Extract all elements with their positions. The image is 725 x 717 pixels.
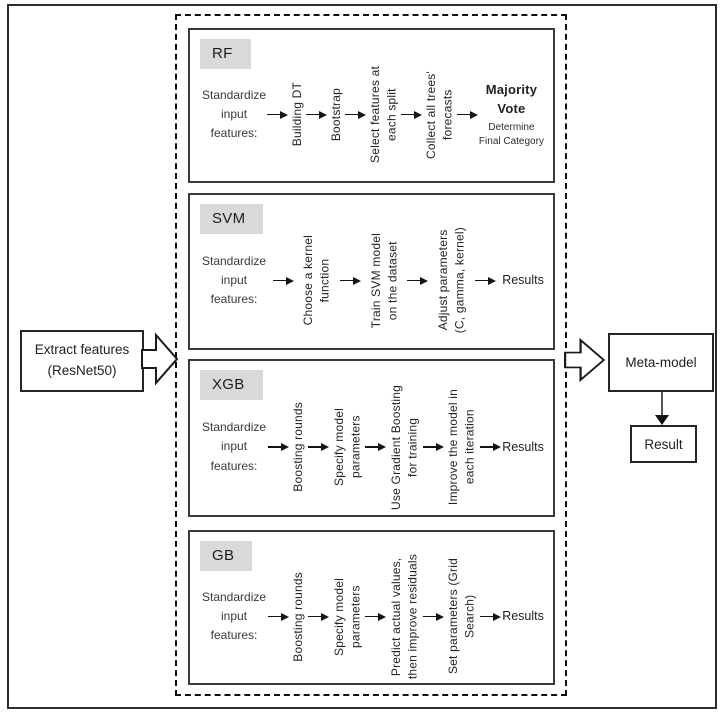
step-building-dt: Building DT — [289, 82, 304, 147]
step-improve-each-iteration: Improve the model in each iteration — [446, 388, 477, 506]
determine-final-category-label: Determine Final Category — [478, 121, 544, 148]
flow-arrow-icon — [267, 612, 289, 621]
flow-arrow-icon — [474, 276, 496, 285]
extract-features-label: Extract features (ResNet50) — [34, 342, 130, 378]
panel-gb-flow: Standardize input features: Boosting rou… — [202, 550, 544, 683]
flow-arrow-icon — [479, 612, 501, 621]
panel-svm-label: SVM — [200, 204, 264, 234]
panel-svm-flow: Standardize input features: Choose a ker… — [202, 213, 544, 348]
step-select-features: Select features at each split — [368, 66, 399, 163]
standardize-text: Standardize input features: — [202, 253, 267, 307]
result-label: Result — [644, 436, 683, 452]
flow-arrow-icon — [479, 443, 501, 451]
step-train-svm: Train SVM model on the dataset — [368, 232, 400, 329]
flow-arrow-icon — [308, 443, 330, 451]
panel-xgb-label: XGB — [200, 370, 263, 400]
flow-arrow-icon — [308, 612, 330, 621]
step-bootstrap: Bootstrap — [329, 87, 344, 142]
results-node: Results — [502, 607, 544, 626]
step-choose-kernel: Choose a kernel function — [301, 235, 332, 326]
step-grid-search: Set parameters (Grid Search) — [446, 558, 477, 675]
flow-arrow-icon — [339, 276, 361, 285]
flow-arrow-icon — [267, 443, 289, 451]
flow-arrow-icon — [272, 276, 294, 285]
step-collect-forecasts: Collect all trees' forecasts — [424, 70, 455, 159]
panel-xgb: XGB Standardize input features: Boosting… — [188, 359, 555, 517]
flow-arrow-icon — [306, 110, 328, 119]
results-node: Results — [502, 438, 544, 457]
step-predict-residuals: Predict actual values, then improve resi… — [388, 553, 420, 680]
meta-model-box: Meta-model — [608, 333, 714, 392]
down-arrow-icon — [655, 392, 669, 425]
block-arrow-right-icon — [141, 332, 179, 386]
step-gradient-boosting-training: Use Gradient Boosting for training — [388, 384, 420, 510]
flow-arrow-icon — [407, 276, 429, 285]
outer-frame — [7, 4, 717, 709]
panel-svm: SVM Standardize input features: Choose a… — [188, 193, 555, 350]
flow-arrow-icon — [457, 110, 479, 119]
majority-vote-label: Majority Vote — [485, 81, 538, 117]
panel-gb-label: GB — [200, 541, 253, 571]
results-label: Results — [502, 439, 544, 454]
results-node: Results — [502, 271, 544, 290]
flow-arrow-icon — [365, 443, 387, 451]
standardize-text: Standardize input features: — [202, 87, 267, 141]
flow-arrow-icon — [422, 612, 444, 621]
step-specify-parameters: Specify model parameters — [331, 408, 363, 486]
block-arrow-right-icon — [564, 337, 606, 383]
results-label: Results — [502, 273, 544, 288]
panel-rf-label: RF — [200, 39, 251, 69]
result-box: Result — [630, 425, 697, 463]
panel-xgb-flow: Standardize input features: Boosting rou… — [202, 379, 544, 515]
standardize-text: Standardize input features: — [202, 420, 267, 473]
flow-arrow-icon — [401, 110, 423, 119]
step-boosting-rounds: Boosting rounds — [291, 402, 306, 492]
flow-arrow-icon — [365, 612, 387, 621]
meta-model-label: Meta-model — [625, 355, 697, 370]
flow-arrow-icon — [345, 110, 367, 119]
extract-features-box: Extract features (ResNet50) — [20, 330, 144, 392]
panel-gb: GB Standardize input features: Boosting … — [188, 530, 555, 685]
step-adjust-parameters: Adjust parameters (C, gamma, kernel) — [435, 227, 467, 334]
standardize-text: Standardize input features: — [202, 589, 267, 643]
step-specify-parameters: Specify model parameters — [331, 577, 363, 656]
flow-arrow-icon — [266, 110, 288, 119]
results-label: Results — [502, 609, 544, 624]
step-boosting-rounds: Boosting rounds — [291, 571, 306, 662]
flow-arrow-icon — [422, 443, 444, 451]
panel-rf-flow: Standardize input features: Building DT … — [202, 48, 544, 181]
majority-vote-node: Majority Vote Determine Final Category — [479, 80, 544, 150]
panel-rf: RF Standardize input features: Building … — [188, 28, 555, 183]
